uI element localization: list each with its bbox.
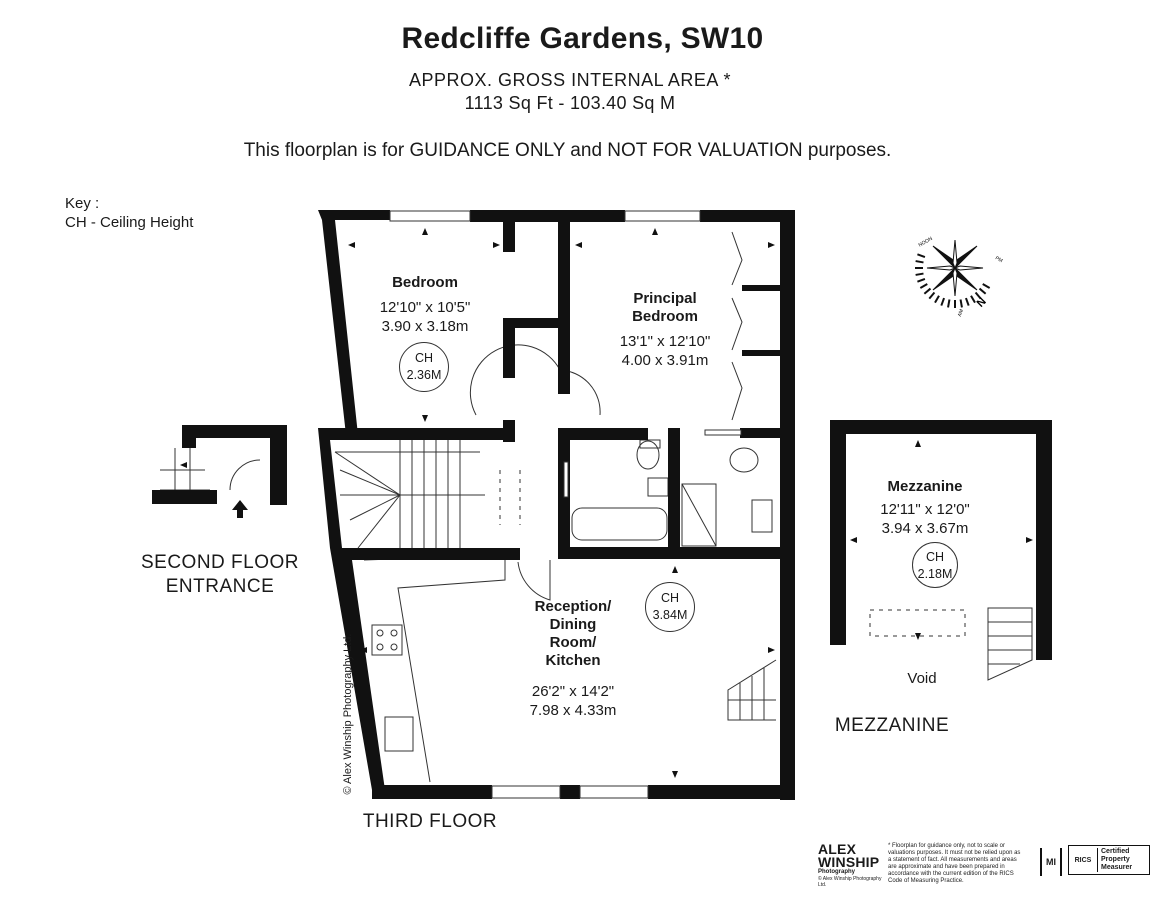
- hob: [371, 624, 403, 656]
- room-dim-imperial: 12'11" x 12'0": [880, 501, 970, 518]
- copyright-vertical: © Alex Winship Photography Ltd.: [342, 633, 354, 795]
- compass-am: AM: [957, 308, 965, 317]
- measurement-mark-icon: MI: [1040, 848, 1062, 876]
- rics-logo-icon: RICS: [1074, 856, 1092, 864]
- sink: [384, 716, 414, 752]
- ch-badge-reception: CH 3.84M: [645, 582, 695, 632]
- room-dim-imperial: 26'2" x 14'2": [531, 683, 615, 700]
- rics-badge: RICS Certified Property Measurer: [1068, 845, 1150, 875]
- staircase-entrance: [160, 448, 261, 491]
- toilet-2: [729, 447, 759, 473]
- room-dim-metric: 3.94 x 3.67m: [881, 520, 969, 537]
- staircase-mezzanine: [869, 607, 1033, 681]
- door-swing-reception: [517, 560, 551, 601]
- key-legend: Key : CH - Ceiling Height: [65, 194, 193, 232]
- room-dim-imperial: 13'1" x 12'10": [619, 333, 711, 350]
- basin-1: [647, 477, 669, 497]
- room-name: Bedroom: [392, 274, 458, 291]
- page-title: Redcliffe Gardens, SW10: [401, 22, 764, 55]
- room-dim-imperial: 12'10" x 10'5": [379, 299, 471, 316]
- floor-label-third: THIRD FLOOR: [362, 811, 498, 832]
- measure-arrows: [180, 228, 1033, 778]
- ch-badge-bedroom: CH 2.36M: [399, 342, 449, 392]
- shower: [681, 483, 717, 547]
- room-bedroom: Bedroom 12'10" x 10'5" 3.90 x 3.18m: [365, 274, 485, 336]
- bathtub: [571, 507, 668, 541]
- legal-notice: * Floorplan for guidance only, not to sc…: [888, 843, 1021, 884]
- room-name: Principal Bedroom: [632, 290, 698, 325]
- room-dim-metric: 3.90 x 3.18m: [381, 318, 469, 335]
- void-label: Void: [907, 670, 937, 687]
- windows: [389, 210, 701, 799]
- room-reception: Reception/ Dining Room/ Kitchen 26'2" x …: [508, 598, 638, 720]
- floor-label-mezzanine: MEZZANINE: [834, 715, 950, 736]
- staircase-reception: [727, 659, 777, 721]
- compass-pm: PM: [994, 255, 1003, 264]
- door-swing-bedroom: [469, 344, 561, 416]
- key-heading: Key :: [65, 195, 100, 212]
- room-dim-metric: 4.00 x 3.91m: [621, 352, 709, 369]
- compass-icon: NOON PM AM N: [915, 236, 1003, 318]
- landing-fixture: [563, 461, 569, 498]
- room-dim-metric: 7.98 x 4.33m: [529, 702, 617, 719]
- staircase-third-floor: [334, 440, 485, 549]
- disclaimer: This floorplan is for GUIDANCE ONLY and …: [243, 140, 892, 161]
- compass-north: N: [975, 296, 989, 310]
- walls: [152, 210, 1052, 800]
- key-item-ch: CH - Ceiling Height: [65, 214, 194, 231]
- area-values: 1113 Sq Ft - 103.40 Sq M: [464, 93, 676, 113]
- rics-certified-text: Certified Property Measurer: [1097, 848, 1132, 872]
- floor-label-entrance: SECOND FLOOR ENTRANCE: [140, 552, 300, 597]
- room-mezzanine: Mezzanine 12'11" x 12'0" 3.94 x 3.67m: [870, 478, 980, 538]
- basin-2: [751, 499, 773, 533]
- room-name: Mezzanine: [887, 478, 963, 495]
- area-heading: APPROX. GROSS INTERNAL AREA *: [409, 70, 731, 90]
- room-name: Reception/ Dining Room/ Kitchen: [534, 598, 612, 669]
- ch-badge-mezzanine: CH 2.18M: [912, 542, 958, 588]
- entrance-arrow-icon: [232, 500, 248, 518]
- compass-noon: NOON: [918, 236, 934, 249]
- toilet-1: [636, 440, 660, 470]
- room-principal-bedroom: Principal Bedroom 13'1" x 12'10" 4.00 x …: [600, 290, 730, 370]
- brand-logo: ALEX WINSHIP Photography © Alex Winship …: [818, 841, 882, 888]
- sliding-door: [704, 429, 742, 436]
- landing-dashed: [499, 470, 521, 525]
- wardrobe-doors: [731, 231, 743, 421]
